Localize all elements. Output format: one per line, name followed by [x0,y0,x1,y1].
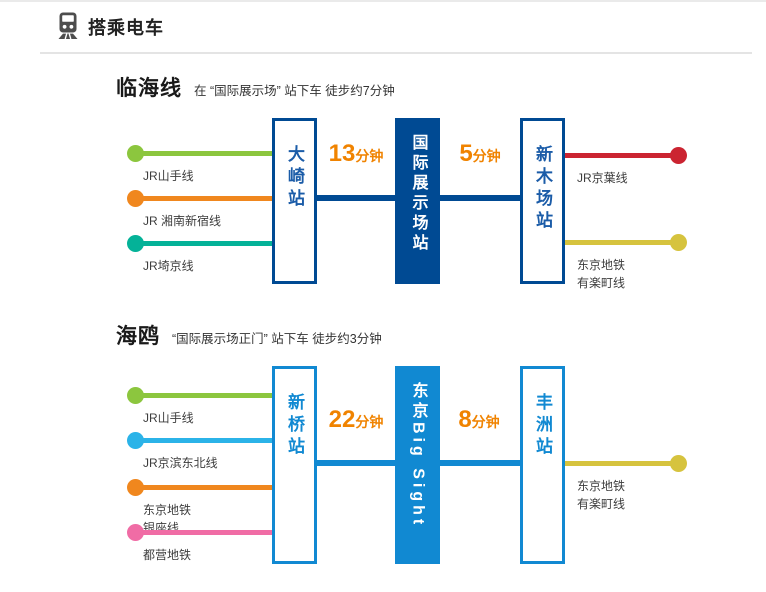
station-name: 新桥站 [285,393,304,459]
line-label: 东京地铁 [577,479,626,493]
station-name: 大崎站 [285,145,304,211]
line-label-2: 有楽町线 [577,276,626,290]
duration-number: 13 [328,140,356,167]
line-jr-yamanote: JR山手线 [127,145,272,207]
station-name: 新木场站 [533,145,552,233]
line-label: JR京葉线 [577,171,628,185]
duration-unit: 分钟 [355,414,384,430]
duration-unit: 分钟 [355,148,384,164]
line-bar [135,393,272,398]
duration-unit: 分钟 [471,414,500,430]
line-terminal-dot [670,455,687,472]
station-shin-kiba: 新木场站 [520,118,565,284]
line-label: JR埼京线 [143,259,194,273]
line-label-2: 有楽町线 [577,497,626,511]
line-label: JR京滨东北线 [143,456,218,470]
station-name: 国际展示场站 [409,134,427,254]
section-title: 海鸥 [116,325,160,348]
line-toei-subway: 都营地铁 [127,524,272,586]
train-icon [56,12,80,40]
line-bar [135,196,272,201]
line-bar [565,153,679,158]
line-label: 东京地铁 [143,503,192,517]
duration-8min: 8分钟 [440,406,518,437]
duration-5min: 5分钟 [440,140,520,171]
line-label: 都营地铁 [143,548,192,562]
line-label: JR山手线 [143,169,194,183]
connector-shimbashi-bigsight [317,460,395,466]
header-divider [40,52,752,54]
section-subtitle: 在 “国际展示场” 站下车 徒步约7分钟 [194,84,395,98]
line-label: JR 湘南新宿线 [143,214,222,228]
section-title: 临海线 [116,77,182,100]
line-yurakucho-2: 东京地铁 有楽町线 [565,455,687,517]
line-yurakucho: 东京地铁 有楽町线 [565,234,687,296]
station-osaki: 大崎站 [272,118,317,284]
line-bar [565,240,679,245]
line-jr-shonan-shinjuku: JR 湘南新宿线 [127,190,272,252]
section-rinkai-title-row: 临海线 在 “国际展示场” 站下车 徒步约7分钟 [116,72,395,102]
line-bar [135,438,272,443]
line-label: 东京地铁 [577,258,626,272]
line-bar [135,485,272,490]
line-bar [135,530,272,535]
line-jr-yamanote-2: JR山手线 [127,387,272,449]
station-kokusai-tenjijo: 国际展示场站 [395,118,440,284]
duration-22min: 22分钟 [317,406,395,437]
line-jr-saikyo: JR埼京线 [127,235,272,297]
duration-13min: 13分钟 [317,140,395,171]
section-yurikamome-title-row: 海鸥 “国际展示场正门” 站下车 徒步约3分钟 [116,320,382,350]
duration-number: 22 [328,406,356,433]
page-title: 搭乘电车 [88,18,164,38]
station-toyosu: 丰洲站 [520,366,565,564]
top-border-divider [0,0,766,2]
station-tokyo-big-sight: 东京Big Sight [395,366,440,564]
duration-number: 5 [459,140,473,167]
station-shimbashi: 新桥站 [272,366,317,564]
duration-unit: 分钟 [472,148,501,164]
line-bar [135,241,272,246]
connector-osaki-kokusai [317,195,395,201]
line-terminal-dot [670,234,687,251]
station-name: 丰洲站 [533,393,552,459]
duration-number: 8 [458,406,472,433]
line-bar [565,461,679,466]
line-jr-keihin-tohoku: JR京滨东北线 [127,432,272,494]
connector-bigsight-toyosu [440,460,520,466]
station-name: 东京Big Sight [409,382,427,529]
section-subtitle: “国际展示场正门” 站下车 徒步约3分钟 [172,332,382,346]
line-label: JR山手线 [143,411,194,425]
line-bar [135,151,272,156]
line-jr-keiyo: JR京葉线 [565,147,687,209]
line-terminal-dot [670,147,687,164]
connector-kokusai-shinkiba [440,195,520,201]
